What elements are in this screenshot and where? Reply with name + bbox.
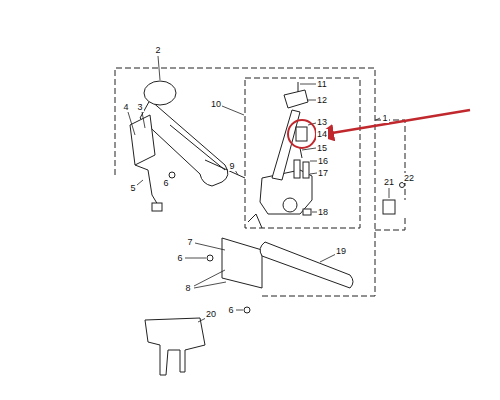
callout-number: 16 [317,156,329,166]
valve-coil [303,162,309,178]
callout-number: 22 [403,173,415,183]
callout-number: 20 [205,309,217,319]
highlight-circle [288,120,316,148]
base-bracket [145,318,205,375]
valve-coil [294,160,300,178]
leader-line [236,310,243,311]
screw [244,307,250,313]
sensor-probe [205,160,245,178]
callout-number: 6 [227,305,234,315]
callout-number: 13 [316,117,328,127]
callout-number: 12 [316,95,328,105]
crossover-tube [260,242,353,288]
callout-number: 3 [136,102,143,112]
igniter-bracket [130,115,155,165]
leader-line [195,243,225,250]
leader-line [137,180,143,185]
screw [169,172,175,178]
assembly-boundary [115,68,375,296]
callout-number: 2 [154,45,161,55]
callout-number: 14 [316,129,328,139]
leader-line [310,161,317,162]
leader-line [310,173,317,174]
callout-number: 19 [335,246,347,256]
valve-group-boundary [245,78,360,228]
leader-line [185,258,206,259]
callout-number: 9 [228,161,235,171]
spring [300,148,302,158]
gas-valve-coil [296,127,307,141]
group-line [375,120,405,200]
leader-line [128,112,135,135]
callout-number: 1 [381,113,388,123]
bracket-tab [248,214,262,228]
leader-line [300,84,316,85]
callout-number: 8 [184,283,191,293]
mounting-bracket [222,238,262,288]
leader-line [320,254,336,262]
callout-number: 6 [162,178,169,188]
screw [400,183,405,188]
pipe-bracket [284,90,308,108]
callout-number: 21 [383,177,395,187]
wire-connector [152,203,162,211]
igniter-wire [135,165,158,205]
leader-line [389,188,390,198]
leader-line [222,106,244,115]
tube-flare [144,81,176,105]
callout-number: 4 [122,102,129,112]
group-line [375,215,405,230]
orifice [303,209,311,215]
callout-number: 5 [129,183,136,193]
valve-outlet [283,198,297,212]
leader-line [307,100,316,101]
screw [207,255,213,261]
callout-number: 11 [316,79,327,89]
screw [298,82,299,92]
tube-line [170,125,225,170]
callout-number: 15 [316,143,328,153]
callout-number: 6 [176,253,183,263]
callout-number: 18 [317,207,329,217]
highlight-arrow [320,110,470,135]
clip [383,200,395,214]
callout-number: 17 [317,168,329,178]
callout-number: 10 [210,99,222,109]
leader-line [158,56,160,80]
callout-number: 7 [186,237,193,247]
leader-line [194,270,225,286]
leader-line [142,112,145,128]
leader-line [376,118,380,120]
leader-line [194,282,226,288]
